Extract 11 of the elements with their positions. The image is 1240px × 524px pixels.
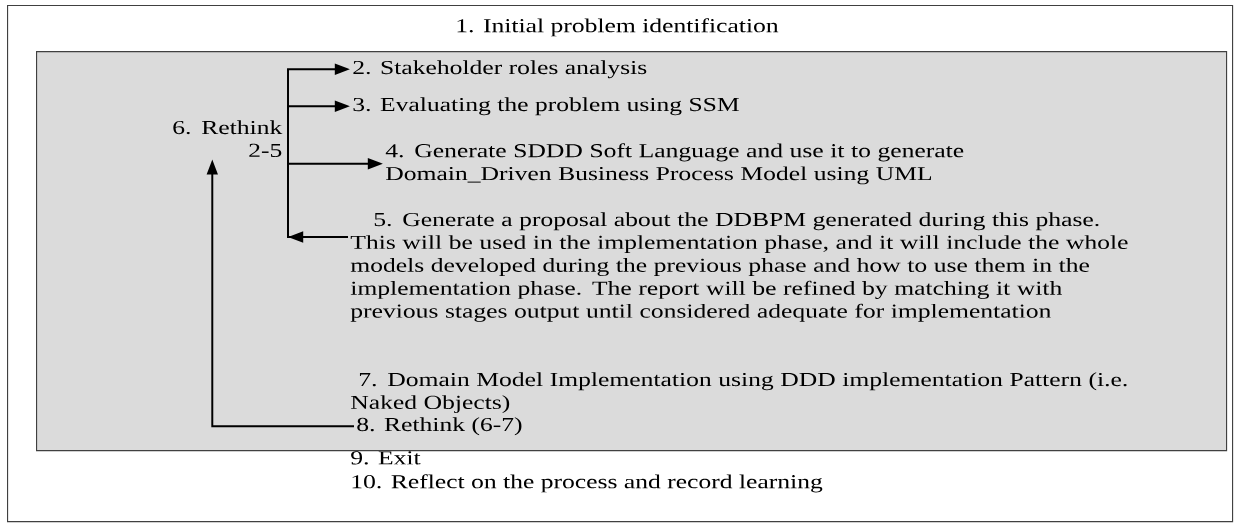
step-text: 7. Domain Model Implementation using DDD implementation Pattern (i.e. Naked Objects) (351, 372, 1127, 414)
step-text: 1. Initial problem identification (457, 18, 779, 37)
step-text: 6. Rethink 2-5 (173, 120, 283, 158)
step-text: 9. Exit (351, 451, 421, 465)
step-text: 10. Reflect on the process and record learning (352, 474, 823, 493)
step-text: 8. Rethink (6-7) (357, 417, 522, 436)
step-text: 4. Generate SDDD Soft Language and use it to generate Domain_Driven Business Process Model using UML (385, 143, 964, 185)
step-text: 3. Evaluating the problem using SSM (353, 97, 739, 116)
step-text: 5. Generate a proposal about the DDBPM generated during this phase. This will be used in the implementation phase, and it will include the whole models developed during the previous phase and how to use them in the implementation phase. The report will be refined by matching it with previous stages output until considered adequate for implementation (350, 212, 1128, 322)
step-text: 2. Stakeholder roles analysis (353, 60, 647, 79)
phase-panel (36, 51, 1228, 452)
